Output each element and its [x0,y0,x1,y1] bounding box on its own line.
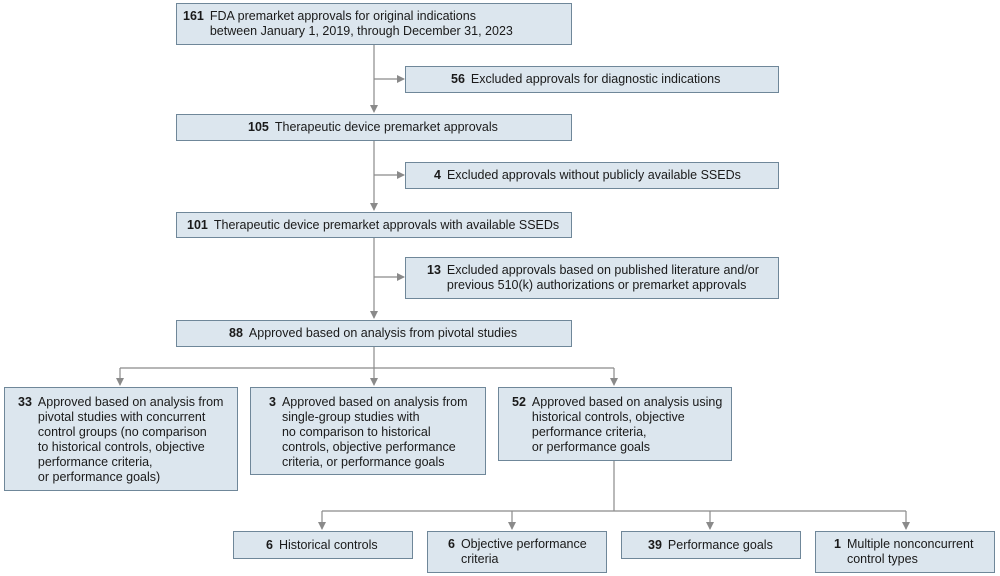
count-single-group: 3 [269,395,276,409]
label-concurrent: Approved based on analysis from pivotal … [37,395,224,484]
box-excluded-literature: 13 Excluded approvals based on published… [405,257,779,299]
box-performance-goals: 39 Performance goals [621,531,801,559]
label-excl-literature: Excluded approvals based on published li… [446,263,759,292]
count-opc: 6 [448,537,455,551]
box-single-group: 3 Approved based on analysis from single… [250,387,486,475]
count-pivotal: 88 [229,326,243,340]
label-total: FDA premarket approvals for original ind… [209,9,513,38]
box-therapeutic-approvals: 105 Therapeutic device premarket approva… [176,114,572,141]
box-historical-opc-goals: 52 Approved based on analysis using hist… [498,387,732,461]
box-excluded-diagnostic: 56 Excluded approvals for diagnostic ind… [405,66,779,93]
count-total: 161 [183,9,204,23]
count-historical-controls: 6 [266,537,273,552]
label-pivotal: Approved based on analysis from pivotal … [248,326,518,340]
box-excluded-no-sseds: 4 Excluded approvals without publicly av… [405,162,779,189]
count-historical-opc: 52 [512,395,526,409]
count-multiple: 1 [834,537,841,551]
box-objective-performance-criteria: 6 Objective performance criteria [427,531,607,573]
label-opc: Objective performance criteria [460,537,587,566]
count-excl-diagnostic: 56 [451,72,465,86]
box-historical-controls: 6 Historical controls [233,531,413,559]
count-excl-sseds: 4 [434,168,441,182]
count-concurrent: 33 [18,395,32,409]
box-total-approvals: 161 FDA premarket approvals for original… [176,3,572,45]
label-with-sseds: Therapeutic device premarket approvals w… [213,217,560,232]
box-concurrent-controls: 33 Approved based on analysis from pivot… [4,387,238,491]
label-historical-controls: Historical controls [278,537,378,552]
label-excl-sseds: Excluded approvals without publicly avai… [446,168,741,182]
count-with-sseds: 101 [187,217,208,232]
count-therapeutic: 105 [248,120,269,134]
label-historical-opc: Approved based on analysis using histori… [531,395,723,454]
box-approvals-with-sseds: 101 Therapeutic device premarket approva… [176,212,572,238]
label-single-group: Approved based on analysis from single-g… [281,395,468,469]
box-multiple-control-types: 1 Multiple nonconcurrent control types [815,531,995,573]
box-pivotal-studies: 88 Approved based on analysis from pivot… [176,320,572,347]
count-excl-literature: 13 [427,263,441,277]
label-multiple: Multiple nonconcurrent control types [846,537,974,566]
label-perf-goals: Performance goals [667,537,773,552]
count-perf-goals: 39 [648,537,662,552]
label-excl-diagnostic: Excluded approvals for diagnostic indica… [470,72,721,86]
label-therapeutic: Therapeutic device premarket approvals [274,120,498,134]
